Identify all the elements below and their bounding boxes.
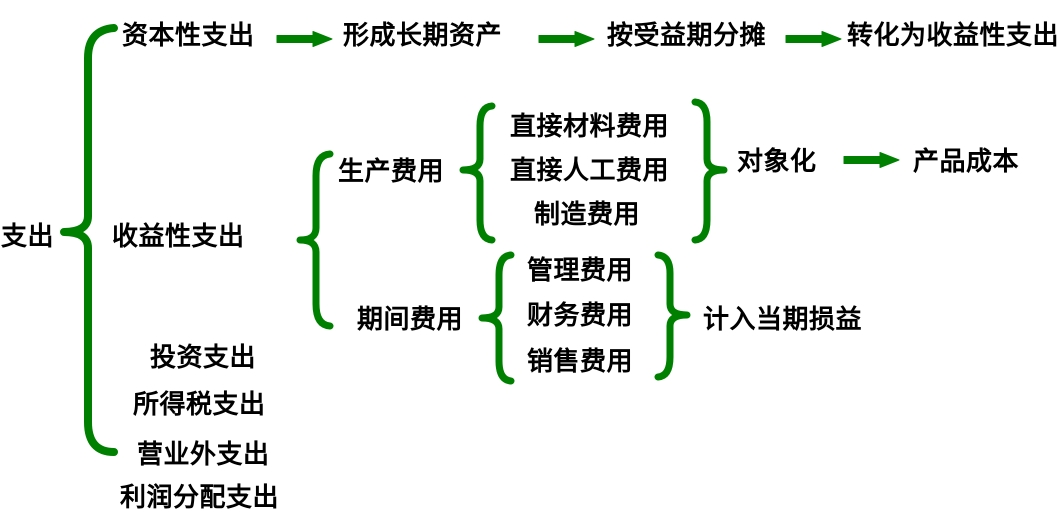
production-item-direct-labor: 直接人工费用 (510, 156, 670, 185)
production-costs-label: 生产费用 (338, 157, 445, 186)
root-curly-brace-icon (60, 24, 118, 456)
other-item-non-operating: 营业外支出 (137, 440, 270, 469)
arrow-right-icon (276, 31, 333, 47)
capital-flow-step-2: 按受益期分摊 (607, 21, 767, 50)
period-result-label: 计入当期损益 (703, 305, 863, 334)
period-item-selling: 销售费用 (527, 347, 634, 376)
period-item-administrative: 管理费用 (527, 256, 634, 285)
period-item-financial: 财务费用 (527, 301, 634, 330)
revenue-curly-brace-icon (296, 150, 334, 330)
period-open-brace-icon (478, 251, 515, 385)
other-item-income-tax: 所得税支出 (133, 390, 266, 419)
period-expenses-label: 期间费用 (357, 305, 464, 334)
capital-flow-step-3: 转化为收益性支出 (847, 21, 1060, 50)
other-item-profit-distribution: 利润分配支出 (120, 483, 280, 512)
objectification-label: 对象化 (737, 147, 817, 176)
production-item-direct-material: 直接材料费用 (510, 112, 670, 141)
other-item-investment: 投资支出 (150, 343, 257, 372)
production-item-manufacturing-overhead: 制造费用 (534, 200, 641, 229)
product-cost-label: 产品成本 (913, 147, 1020, 176)
capital-flow-step-1: 形成长期资产 (343, 21, 503, 50)
production-open-brace-icon (459, 102, 496, 244)
root-label: 支出 (1, 222, 55, 251)
arrow-right-icon (538, 31, 595, 47)
arrow-right-icon (843, 152, 900, 168)
production-close-brace-icon (691, 98, 728, 244)
period-close-brace-icon (654, 251, 691, 381)
capital-expenditure-label: 资本性支出 (122, 21, 255, 50)
revenue-expenditure-label: 收益性支出 (112, 222, 245, 251)
arrow-right-icon (785, 31, 842, 47)
